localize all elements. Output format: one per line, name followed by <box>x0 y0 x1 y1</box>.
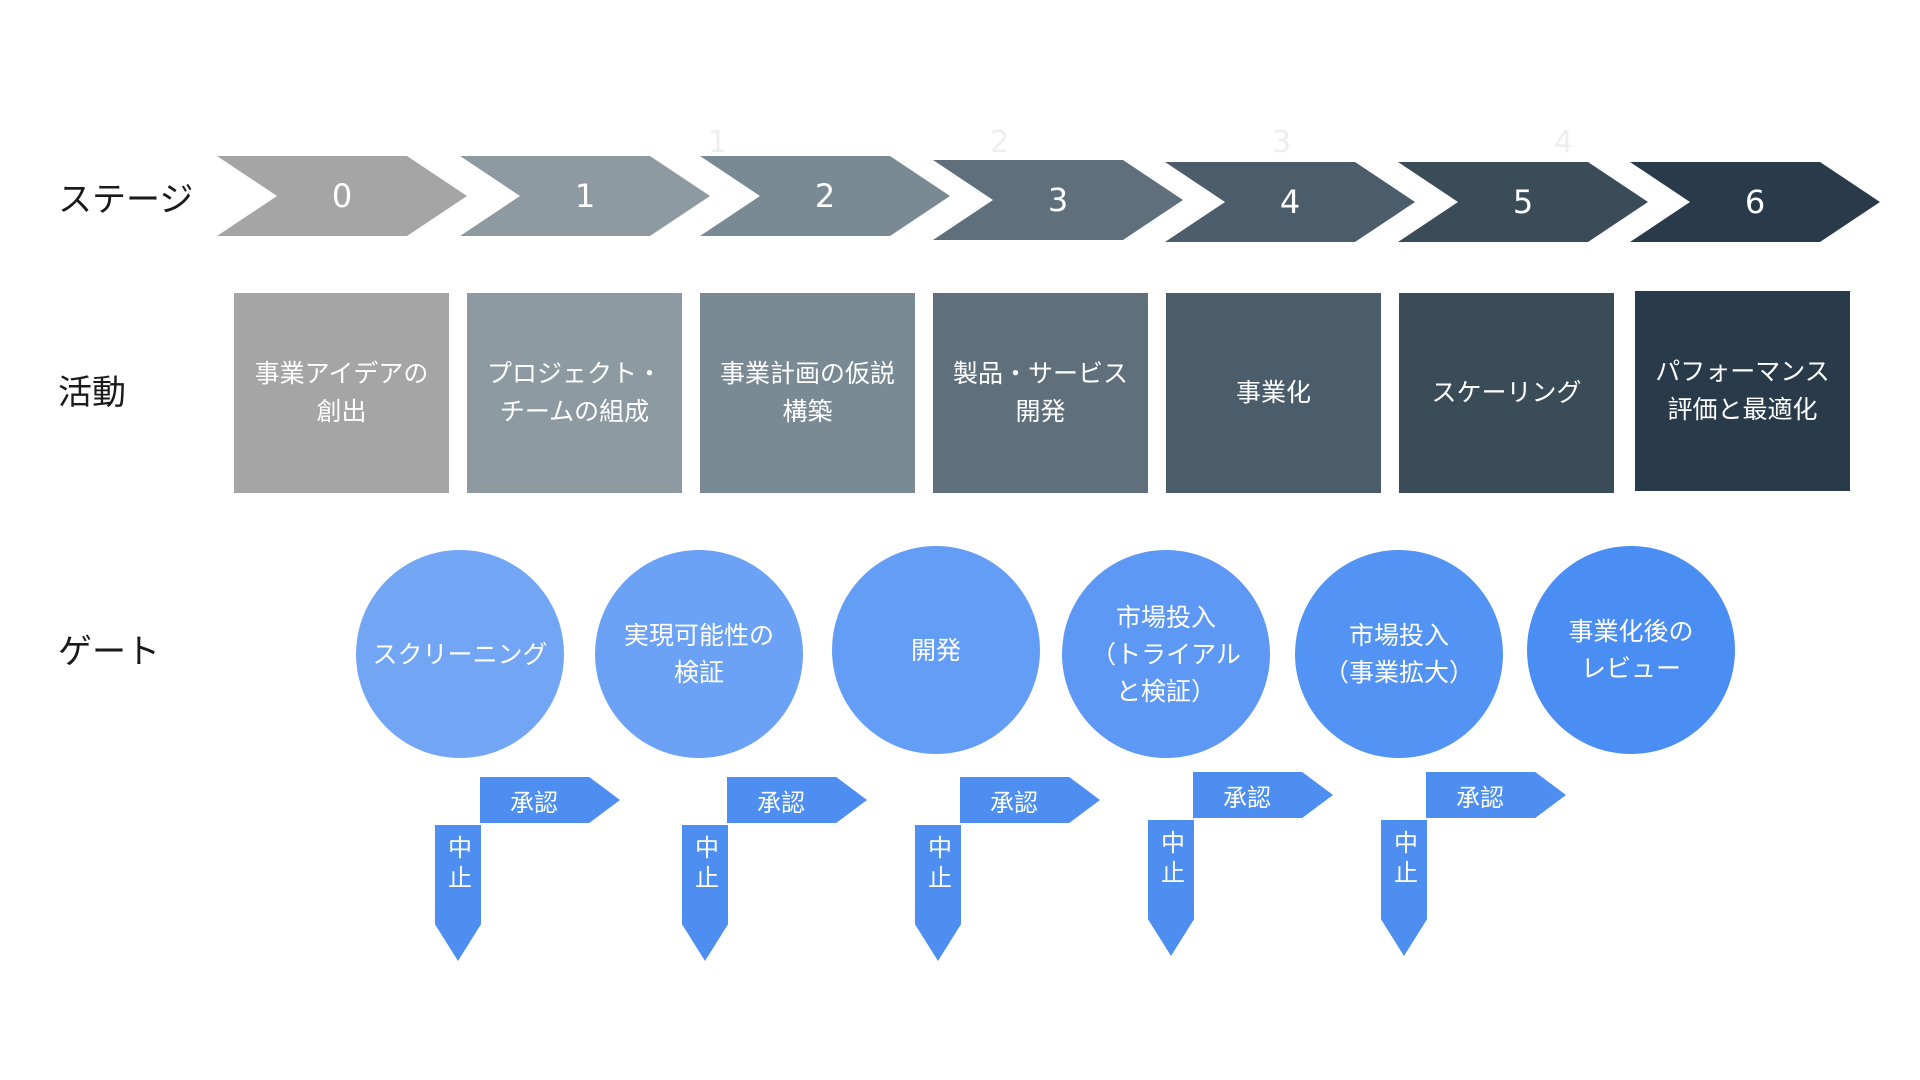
approve-arrow-1: 承認 <box>727 777 867 823</box>
stage-number-6: 6 <box>1744 183 1766 221</box>
stop-label: 中止 <box>443 835 472 895</box>
ghost-number: 4 <box>1554 125 1574 160</box>
ghost-number: 3 <box>1272 125 1292 160</box>
approve-arrow-3: 承認 <box>1193 772 1333 818</box>
stage-number-4: 4 <box>1279 183 1301 221</box>
approve-label: 承認 <box>757 788 805 817</box>
gate-circle-1: 実現可能性の 検証 <box>595 550 803 758</box>
stop-label: 中止 <box>690 835 719 895</box>
ghost-number: 2 <box>990 125 1010 160</box>
stop-arrow-0: 中止 <box>435 825 481 961</box>
stage-number-3: 3 <box>1047 181 1069 219</box>
stop-label: 中止 <box>1389 830 1418 890</box>
activity-box-1: プロジェクト・ チームの組成 <box>467 293 682 493</box>
gate-circle-4: 市場投入 （事業拡大） <box>1295 550 1503 758</box>
gate-circle-5: 事業化後の レビュー <box>1527 546 1735 754</box>
gate-circle-3: 市場投入 （トライアル と検証） <box>1062 550 1270 758</box>
activity-box-3: 製品・サービス 開発 <box>933 293 1148 493</box>
gate-circle-2: 開発 <box>832 546 1040 754</box>
stage-number-1: 1 <box>574 177 596 215</box>
approve-label: 承認 <box>1456 783 1504 812</box>
stop-arrow-1: 中止 <box>682 825 728 961</box>
activity-row-label: 活動 <box>58 373 126 413</box>
stop-label: 中止 <box>1156 830 1185 890</box>
activity-box-4: 事業化 <box>1166 293 1381 493</box>
approve-label: 承認 <box>990 788 1038 817</box>
stop-arrow-2: 中止 <box>915 825 961 961</box>
stop-arrow-4: 中止 <box>1381 820 1427 956</box>
activity-box-2: 事業計画の仮説 構築 <box>700 293 915 493</box>
activity-box-0: 事業アイデアの 創出 <box>234 293 449 493</box>
approve-arrow-2: 承認 <box>960 777 1100 823</box>
approve-arrow-4: 承認 <box>1426 772 1566 818</box>
approve-label: 承認 <box>1223 783 1271 812</box>
activity-box-6: パフォーマンス 評価と最適化 <box>1635 291 1850 491</box>
stage-number-2: 2 <box>814 177 836 215</box>
activity-box-5: スケーリング <box>1399 293 1614 493</box>
stage-row-label: ステージ <box>58 180 194 220</box>
stage-number-0: 0 <box>331 177 353 215</box>
stage-number-5: 5 <box>1512 183 1534 221</box>
approve-label: 承認 <box>510 788 558 817</box>
stop-label: 中止 <box>923 835 952 895</box>
ghost-number: 1 <box>708 125 728 160</box>
stop-arrow-3: 中止 <box>1148 820 1194 956</box>
gate-circle-0: スクリーニング <box>356 550 564 758</box>
gate-row-label: ゲート <box>58 632 160 672</box>
approve-arrow-0: 承認 <box>480 777 620 823</box>
